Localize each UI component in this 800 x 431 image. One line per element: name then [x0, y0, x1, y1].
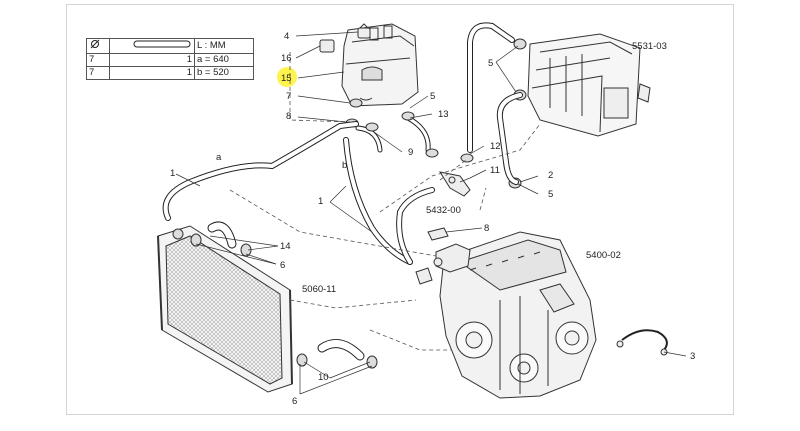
ref-engine-5400-02: 5400-02	[586, 250, 621, 261]
t-fitting	[438, 171, 471, 197]
guide-lines	[229, 52, 541, 351]
bracket	[319, 39, 335, 53]
callout-12: 12	[490, 141, 501, 152]
callout-7: 7	[286, 91, 291, 102]
callout-13: 13	[438, 109, 449, 120]
callout-5-lower: 5	[548, 189, 553, 200]
callout-6-lower: 6	[292, 396, 297, 407]
heater-unit	[527, 33, 651, 137]
thermostat-housing	[415, 243, 471, 285]
callout-14: 14	[280, 241, 291, 252]
expansion-tank	[341, 23, 419, 107]
callout-5-heater: 5	[488, 58, 493, 69]
engine-block	[439, 231, 597, 399]
callout-15: 15	[281, 73, 292, 84]
callout-9: 9	[408, 147, 413, 158]
diagram-border	[66, 4, 734, 415]
hose-b	[344, 138, 412, 264]
callout-a: a	[216, 152, 222, 163]
hose-length-table: L : MM 7 1 a = 640 7 1 b = 520	[86, 38, 254, 80]
ref-radiator-5060-11: 5060-11	[302, 284, 336, 295]
ref-heater-5531-03: 5531-03	[632, 41, 667, 52]
table-header-row: L : MM	[86, 38, 254, 54]
hose-a	[163, 122, 358, 220]
bypass-hose	[397, 188, 434, 264]
heater-hose-2	[497, 93, 522, 184]
callout-4: 4	[284, 31, 289, 42]
table-row: 7 1 b = 520	[86, 66, 254, 80]
callout-8: 8	[286, 111, 291, 122]
heater-hose-12	[468, 23, 514, 152]
radiator	[157, 225, 293, 393]
callout-6-upper: 6	[280, 260, 285, 271]
callout-5: 5	[430, 91, 435, 102]
wire-harness	[621, 329, 668, 351]
callout-2: 2	[548, 170, 553, 181]
ref-5432-00: 5432-00	[426, 205, 461, 216]
tank-cap	[357, 23, 371, 39]
radiator-hoses	[172, 221, 378, 369]
callout-1-lower: 1	[318, 196, 323, 207]
leader-lines	[175, 31, 687, 395]
callout-8-sensor: 8	[484, 223, 489, 234]
callout-10: 10	[318, 372, 329, 383]
callout-11: 11	[490, 165, 500, 176]
highlight-marker	[277, 67, 297, 87]
callout-1-upper: 1	[170, 168, 175, 179]
callout-3: 3	[690, 351, 695, 362]
callout-b: b	[342, 160, 347, 171]
callout-16: 16	[281, 53, 292, 64]
temperature-sensor	[427, 227, 449, 241]
